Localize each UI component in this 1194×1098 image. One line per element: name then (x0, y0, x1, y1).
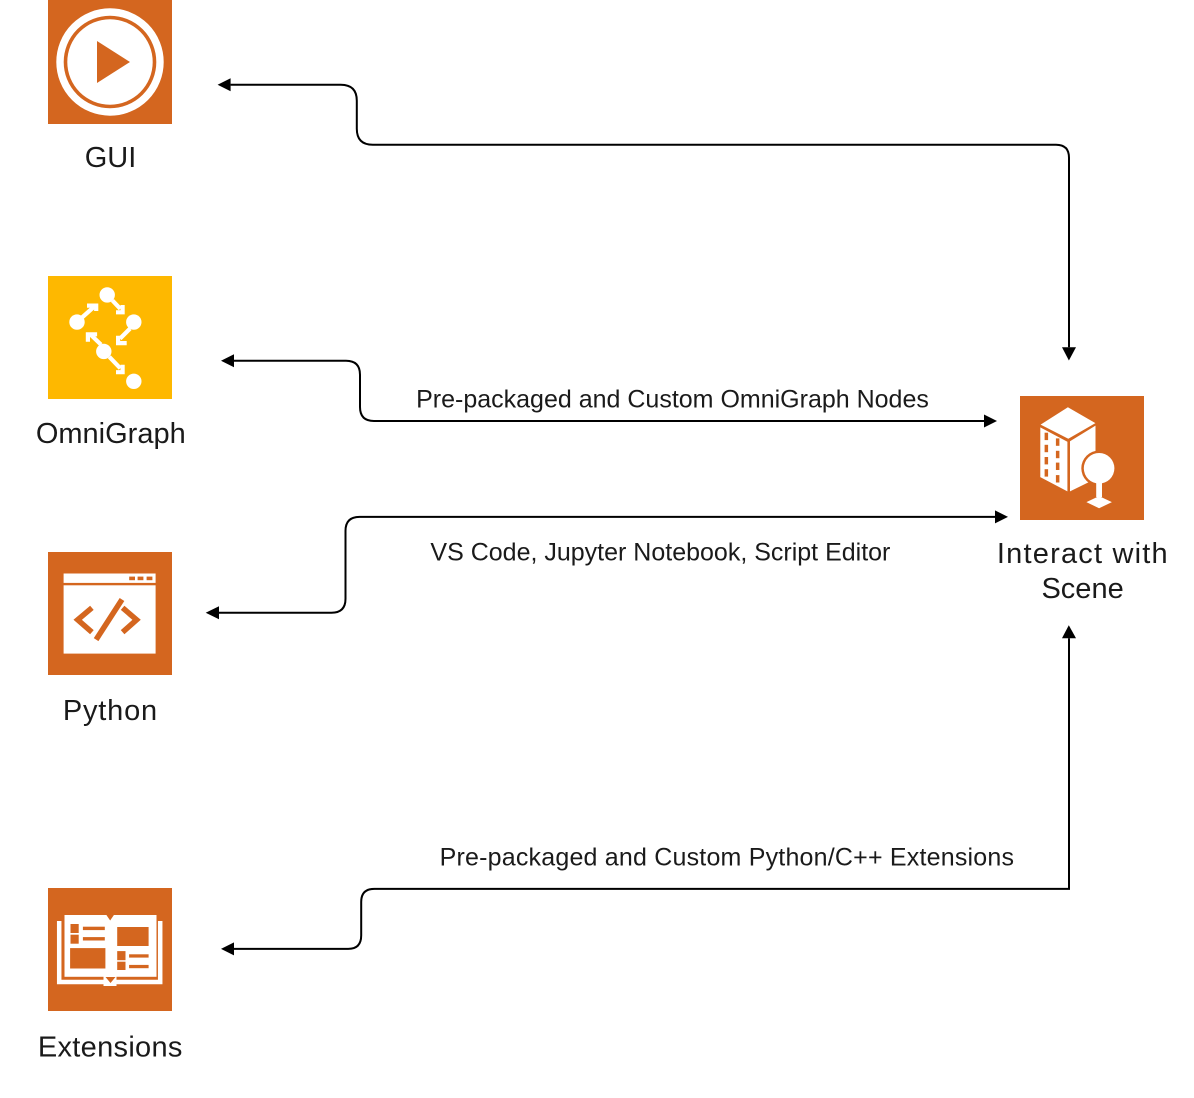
svg-text:OmniGraph: OmniGraph (36, 418, 186, 450)
svg-text:Pre-packaged and Custom OmniGr: Pre-packaged and Custom OmniGraph Nodes (416, 386, 929, 414)
svg-text:GUI: GUI (85, 142, 137, 174)
svg-text:Pre-packaged and Custom Python: Pre-packaged and Custom Python/C++ Exten… (440, 844, 1015, 872)
svg-text:Python: Python (63, 695, 158, 727)
svg-text:VS Code, Jupyter Notebook, Scr: VS Code, Jupyter Notebook, Script Editor (430, 539, 890, 567)
svg-text:Scene: Scene (1041, 573, 1123, 605)
svg-text:Extensions: Extensions (38, 1032, 183, 1064)
svg-text:Interact with: Interact with (997, 538, 1169, 570)
